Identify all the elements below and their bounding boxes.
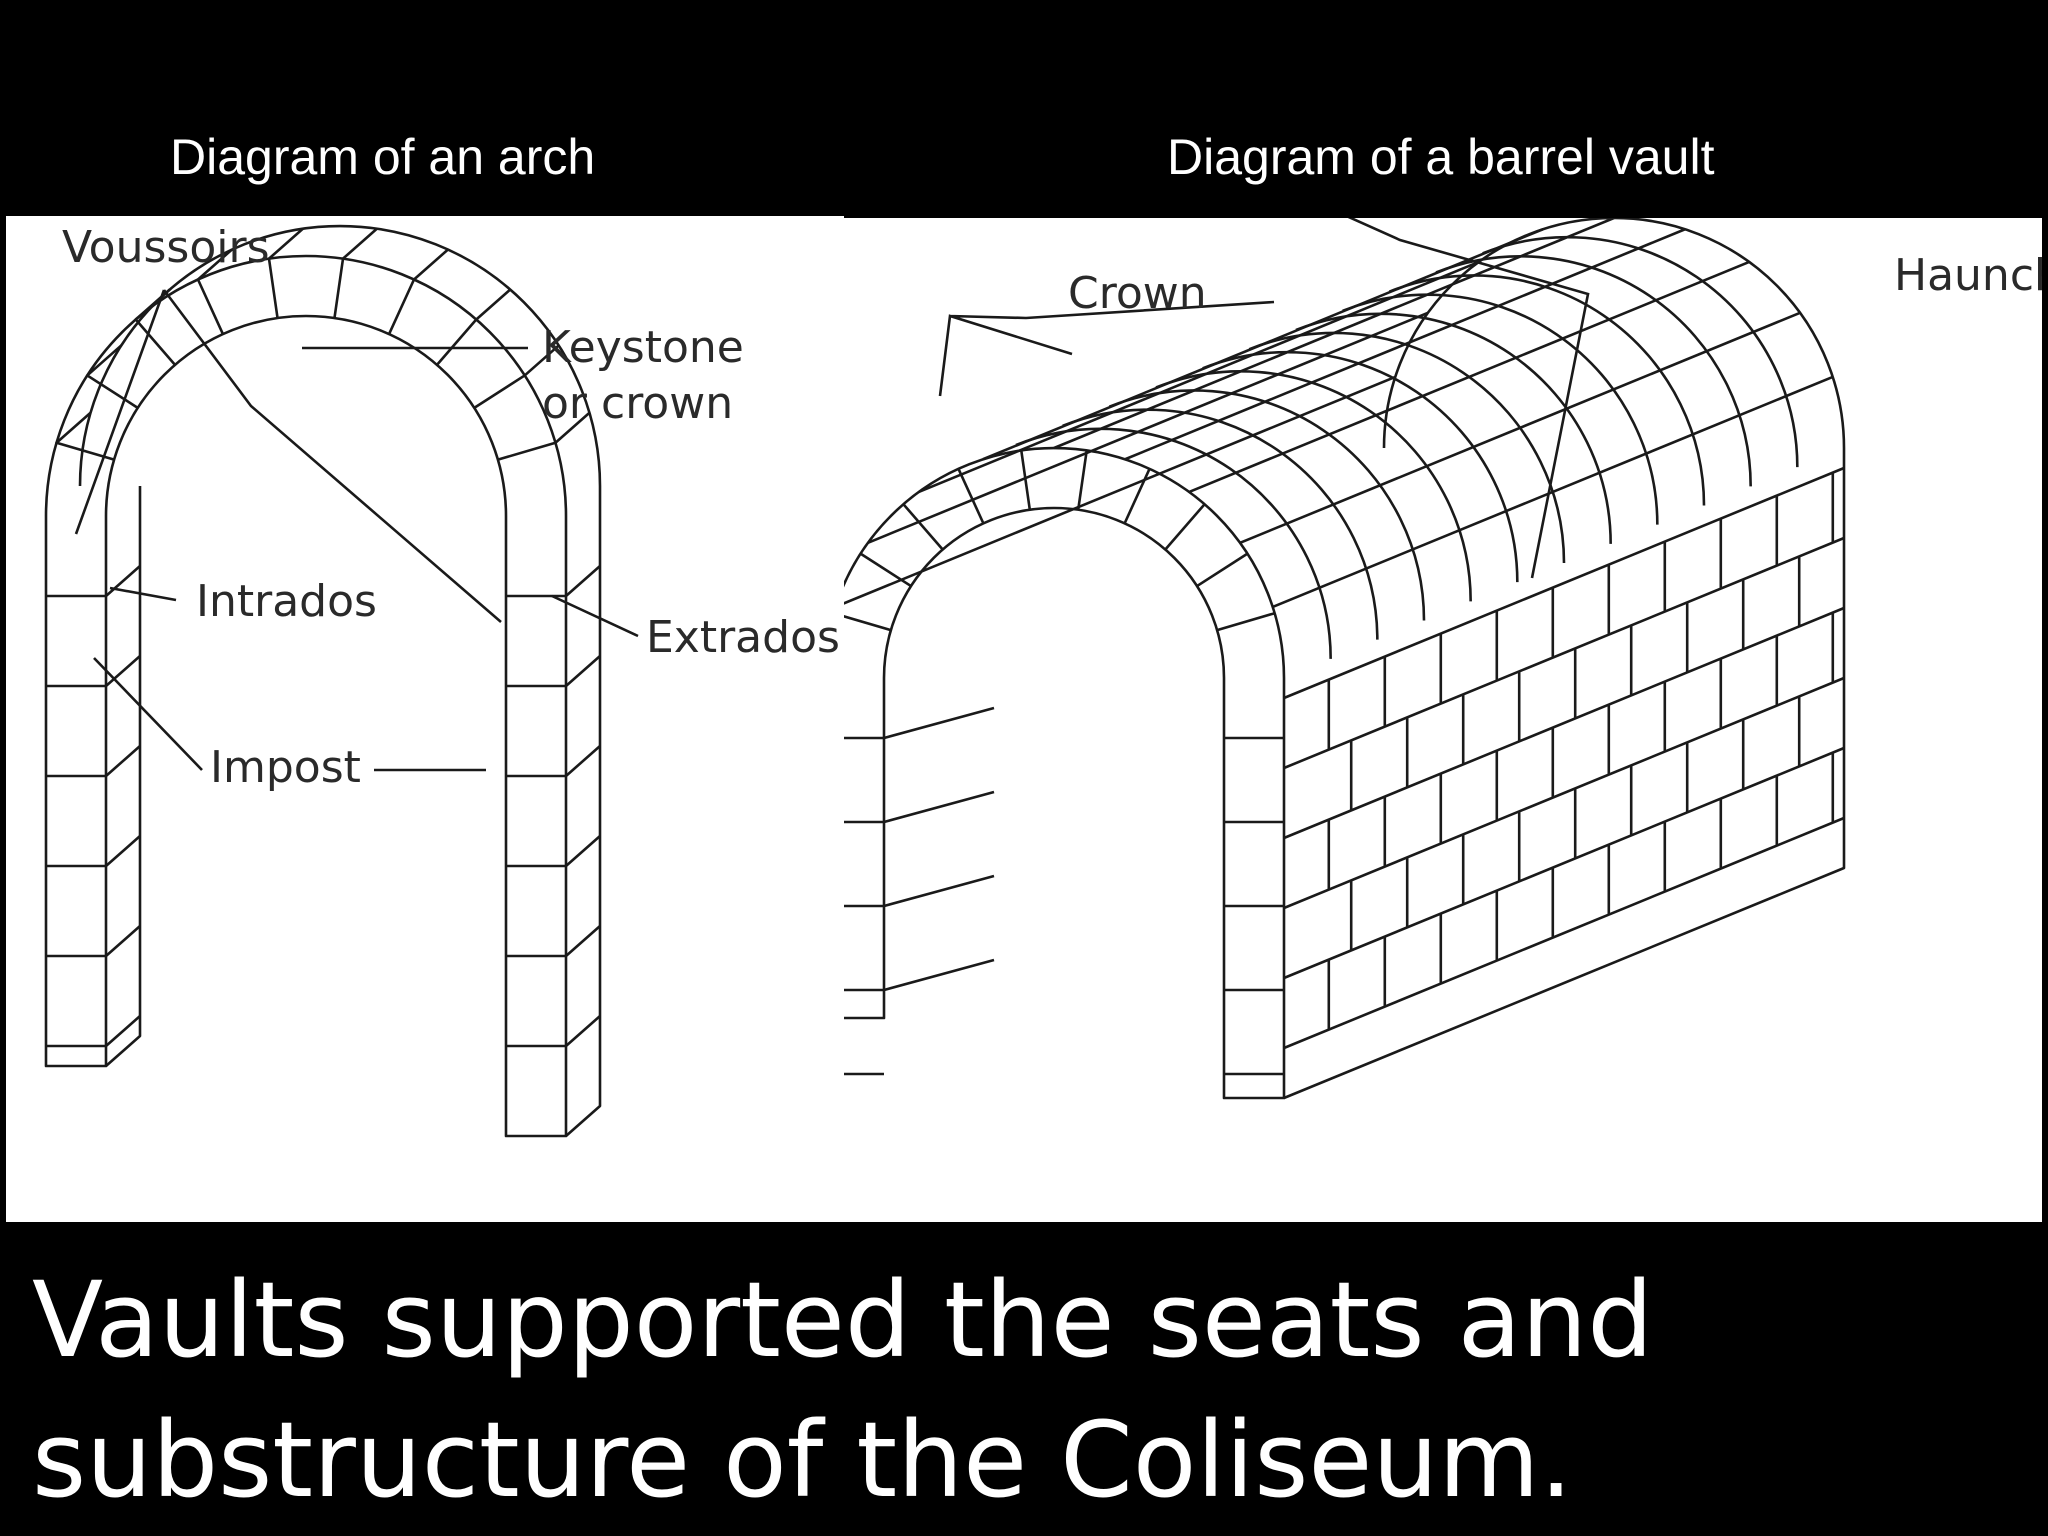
pillar-joint <box>506 925 601 958</box>
arch-drawing: Voussoirs Keystone or crown Intrados Ext… <box>44 222 840 1138</box>
extrados-label: Extrados <box>646 612 840 663</box>
pillar-side <box>565 486 602 1137</box>
vault-wall-course <box>1283 606 1845 840</box>
vault-wall-course <box>1283 746 1845 980</box>
pillar-joint <box>506 1015 601 1048</box>
voussoir-joint <box>333 227 378 319</box>
vault-ring-joint <box>1248 331 1566 564</box>
vault-right-pillar <box>1222 678 1286 1100</box>
voussoir-joint <box>134 288 177 366</box>
vault-ring-joint <box>1342 293 1659 525</box>
voussoir-joint <box>85 344 139 409</box>
keystone-label-line2: or crown <box>542 378 733 429</box>
vault-voussoir-joint <box>1076 450 1089 510</box>
pillar-joint <box>46 925 141 958</box>
pillar-front <box>44 516 108 1068</box>
pillar-joint <box>46 655 141 688</box>
crown-leader <box>938 300 1275 397</box>
caption-line-1: Vaults supported the seats and <box>32 1259 1654 1381</box>
pillar-joint <box>506 565 601 598</box>
voussoir-joint <box>473 344 560 409</box>
arch-diagram-heading: Diagram of an arch <box>170 129 596 185</box>
barrel-vault-diagram-heading: Diagram of a barrel vault <box>1167 129 1715 185</box>
pillar-front <box>504 516 568 1138</box>
impost-leader <box>93 657 486 772</box>
vault-leader-lines <box>938 218 1590 579</box>
extrados-back-curve <box>78 224 602 487</box>
keystone-label: Keystone <box>542 322 744 373</box>
impost-label: Impost <box>210 742 361 793</box>
barrel-vault-drawing: Crown Haunch <box>844 218 2042 1100</box>
barrel-vault-diagram-panel: Crown Haunch <box>844 218 2042 1222</box>
vault-inner-wall-course <box>883 706 995 740</box>
vault-voussoir-joint <box>1123 468 1151 524</box>
crown-label: Crown <box>1068 268 1207 319</box>
vault-back-extrados <box>1382 218 1846 449</box>
intrados-curve <box>104 314 508 517</box>
pillar-joint <box>506 745 601 778</box>
vault-front-intrados <box>882 506 1226 679</box>
haunch-leader <box>1347 218 1590 579</box>
vault-side-wall-outline <box>1283 448 1846 1100</box>
vault-wall-course <box>1283 816 1845 1050</box>
vault-wall-course <box>1283 676 1845 910</box>
vault-voussoir-joint <box>902 503 944 551</box>
vault-voussoir-joint <box>859 552 912 588</box>
vault-ring-joint <box>1155 370 1472 602</box>
vault-course-line <box>867 311 1429 545</box>
pillar-joint <box>46 565 141 598</box>
vault-voussoir-joint <box>1196 552 1249 588</box>
voussoir-joint <box>497 411 591 461</box>
vault-ring-joint <box>1388 274 1706 506</box>
voussoir-joint <box>435 288 512 366</box>
vault-front-extrados <box>844 446 1286 679</box>
arch-stonework <box>44 224 602 1138</box>
voussoir-joint <box>196 248 233 335</box>
vault-ring-joint <box>1295 312 1612 544</box>
vault-ring-joint <box>1202 350 1519 583</box>
vault-voussoir-joint <box>1019 450 1032 510</box>
vault-voussoir-joint <box>957 468 985 524</box>
vault-ring-joint <box>1062 408 1379 640</box>
intrados-label: Intrados <box>196 576 377 627</box>
vault-course-line <box>844 375 1396 605</box>
vault-left-pillar <box>844 678 886 1020</box>
vault-ring-joint <box>1435 255 1752 487</box>
barrel-vault-stonework <box>844 218 1846 1100</box>
vault-inner-wall-course <box>883 958 995 992</box>
voussoir-joint <box>267 227 304 319</box>
extrados-leader <box>551 594 639 638</box>
voussoirs-leader <box>74 289 502 623</box>
pillar-joint <box>506 655 601 688</box>
vault-inner-wall-course <box>883 874 995 908</box>
arch-leader-lines <box>74 289 639 772</box>
vault-inner-wall-course <box>883 790 995 824</box>
arch-diagram-panel: Voussoirs Keystone or crown Intrados Ext… <box>6 216 844 1222</box>
vault-wall-course <box>1283 536 1845 770</box>
voussoirs-label: Voussoirs <box>62 222 270 273</box>
caption-line-2: substructure of the Coliseum. <box>32 1399 1573 1521</box>
vault-ring-joint <box>1108 389 1426 621</box>
vault-voussoir-joint <box>844 614 892 632</box>
haunch-label: Haunch <box>1894 250 2042 301</box>
vault-ring-joint <box>1015 427 1332 659</box>
slide-caption: Vaults supported the seats and substruct… <box>32 1250 1653 1530</box>
voussoir-joint <box>55 411 115 461</box>
intrados-leader <box>109 586 177 602</box>
pillar-joint <box>46 745 141 778</box>
vault-voussoir-joint <box>1216 611 1276 632</box>
vault-voussoir-joint <box>1164 503 1206 551</box>
vault-course-line <box>918 260 1480 494</box>
extrados-curve <box>44 254 568 517</box>
voussoir-joint <box>387 248 449 335</box>
pillar-joint <box>506 835 601 868</box>
pillar-side <box>105 486 142 1067</box>
vault-ring-joint <box>1482 235 1799 468</box>
pillar-joint <box>46 1015 141 1048</box>
vault-wall-course <box>1283 466 1845 700</box>
pillar-joint <box>46 835 141 868</box>
